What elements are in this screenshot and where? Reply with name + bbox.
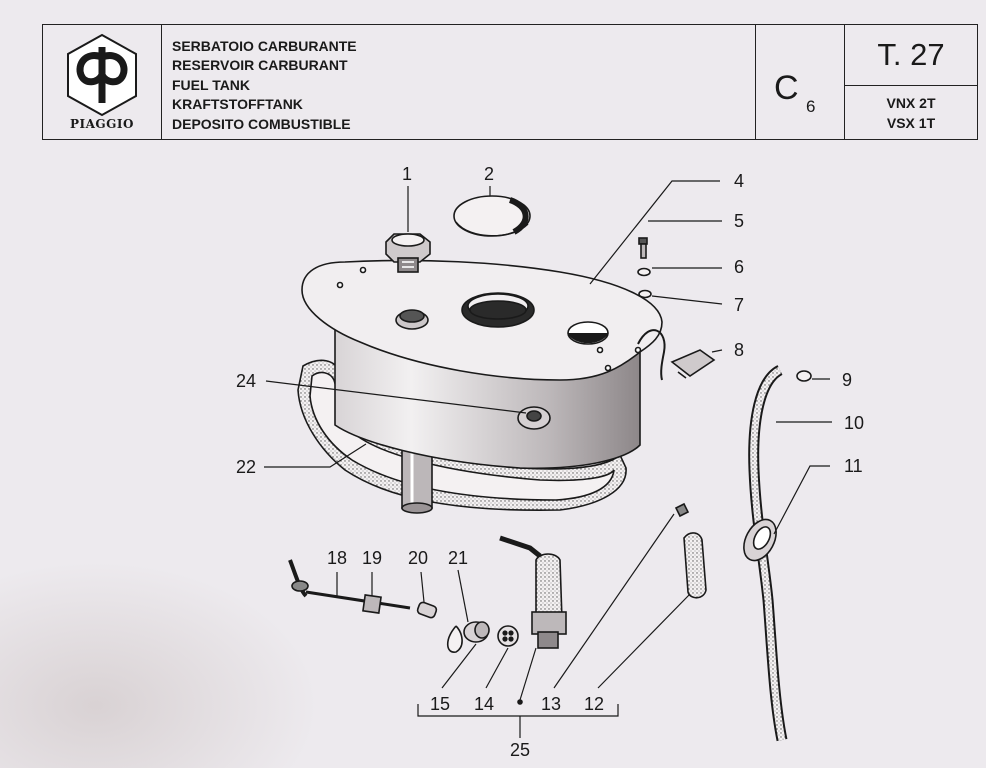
section-subscript: 6 [806,97,816,116]
brand-name: PIAGGIO [69,117,134,131]
model-2: VSX 1T [886,114,936,131]
callout-6: 6 [734,257,744,277]
table-cell: T. 27 VNX 2T VSX 1T [845,25,977,139]
section-letter: C [774,69,799,107]
callout-18: 18 [327,548,347,568]
fuel-tap [499,535,567,649]
fuel-cap [385,233,431,273]
callout-7: 7 [734,295,744,315]
section-cell: C 6 [756,25,845,139]
callout-9: 9 [842,370,852,390]
callout-13: 13 [541,694,561,714]
leader-lines [264,180,832,738]
hose-clamp [796,370,812,382]
callout-20: 20 [408,548,428,568]
title-de: KRAFTSTOFFTANK [172,96,303,113]
lock-washer [637,267,651,277]
cap-cover [453,195,531,237]
flat-washer [638,289,652,299]
title-en: FUEL TANK [172,76,251,93]
filter-gasket [497,625,519,647]
callout-10: 10 [844,413,864,433]
tap-sleeve [683,532,707,599]
callout-24: 24 [236,371,256,391]
callout-12: 12 [584,694,604,714]
title-it: SERBATOIO CARBURANTE [172,38,357,54]
callout-21: 21 [448,548,468,568]
tap-rod-assembly [288,559,411,614]
callout-25: 25 [510,740,530,760]
callout-11: 11 [844,456,863,476]
model-1: VNX 2T [886,94,936,111]
screw [638,237,648,259]
callout-numbers: 1 2 4 5 6 7 8 9 10 11 24 22 18 19 20 21 … [236,164,864,760]
tap-clip [674,502,690,518]
callout-15: 15 [430,694,450,714]
piaggio-logo-icon [67,33,137,117]
callout-8: 8 [734,340,744,360]
callout-1: 1 [402,164,412,184]
title-list: SERBATOIO CARBURANTE RESERVOIR CARBURANT… [162,25,756,139]
model-list: VNX 2T VSX 1T [845,86,977,139]
fuel-filter [463,621,490,643]
retaining-clip [670,349,716,379]
callout-22: 22 [236,457,256,477]
callout-4: 4 [734,171,744,191]
title-block: PIAGGIO SERBATOIO CARBURANTE RESERVOIR C… [42,24,978,140]
rod-seal [416,601,438,619]
callout-5: 5 [734,211,744,231]
title-es: DEPOSITO COMBUSTIBLE [172,115,351,132]
callout-2: 2 [484,164,494,184]
title-fr: RESERVOIR CARBURANT [172,57,348,74]
fuel-tank [301,259,666,470]
logo-cell: PIAGGIO [43,25,162,139]
spring-clip [446,625,463,653]
callout-19: 19 [362,548,382,568]
table-number: T. 27 [845,25,977,86]
grommet [743,518,777,562]
paper-stain [0,560,320,768]
callout-14: 14 [474,694,494,714]
